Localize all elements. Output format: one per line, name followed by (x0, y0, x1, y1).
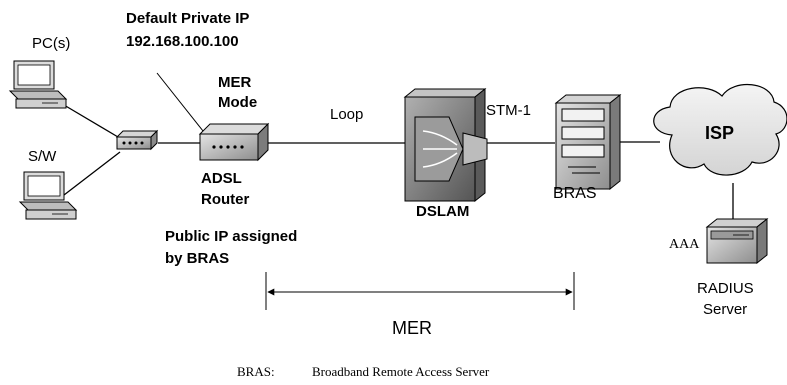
footnote-value: Broadband Remote Access Server (312, 364, 490, 379)
loop-label: Loop (330, 106, 364, 123)
default-ip-value: 192.168.100.100 (126, 33, 239, 50)
pointer-arrow (156, 72, 208, 137)
default-ip-title: Default Private IP (126, 10, 250, 27)
footnote-key: BRAS: (237, 364, 275, 379)
link-pc-switch (63, 104, 119, 138)
aaa-label: AAA (669, 237, 700, 252)
radius-label-line2: Server (703, 301, 748, 318)
isp-label: ISP (705, 123, 735, 143)
link-sw-switch (63, 151, 121, 196)
connection-lines (63, 104, 734, 225)
pcs-label: PC(s) (32, 35, 71, 52)
adsl-router-label-line1: ADSL (201, 170, 242, 187)
public-ip-label-line1: Public IP assigned (165, 228, 298, 245)
server-tower-icon (554, 93, 622, 191)
network-switch-icon (115, 129, 159, 151)
sw-label: S/W (28, 148, 57, 165)
mer-mode-label-line1: MER (218, 74, 252, 91)
mer-span-label: MER (392, 318, 432, 338)
mer-mode-label-line2: Mode (218, 94, 258, 111)
adsl-router-label-line2: Router (201, 191, 250, 208)
desktop-computer-icon (18, 171, 78, 220)
server-box-icon (705, 217, 769, 265)
mer-span-dimension (265, 272, 575, 310)
dslam-label: DSLAM (416, 203, 470, 220)
stm1-label: STM-1 (486, 102, 531, 119)
desktop-computer-icon (8, 60, 68, 109)
adsl-router-icon (198, 122, 270, 162)
bras-label: BRAS (553, 185, 597, 202)
public-ip-label-line2: by BRAS (165, 250, 230, 267)
radius-label-line1: RADIUS (697, 280, 754, 297)
dslam-icon (403, 87, 488, 203)
